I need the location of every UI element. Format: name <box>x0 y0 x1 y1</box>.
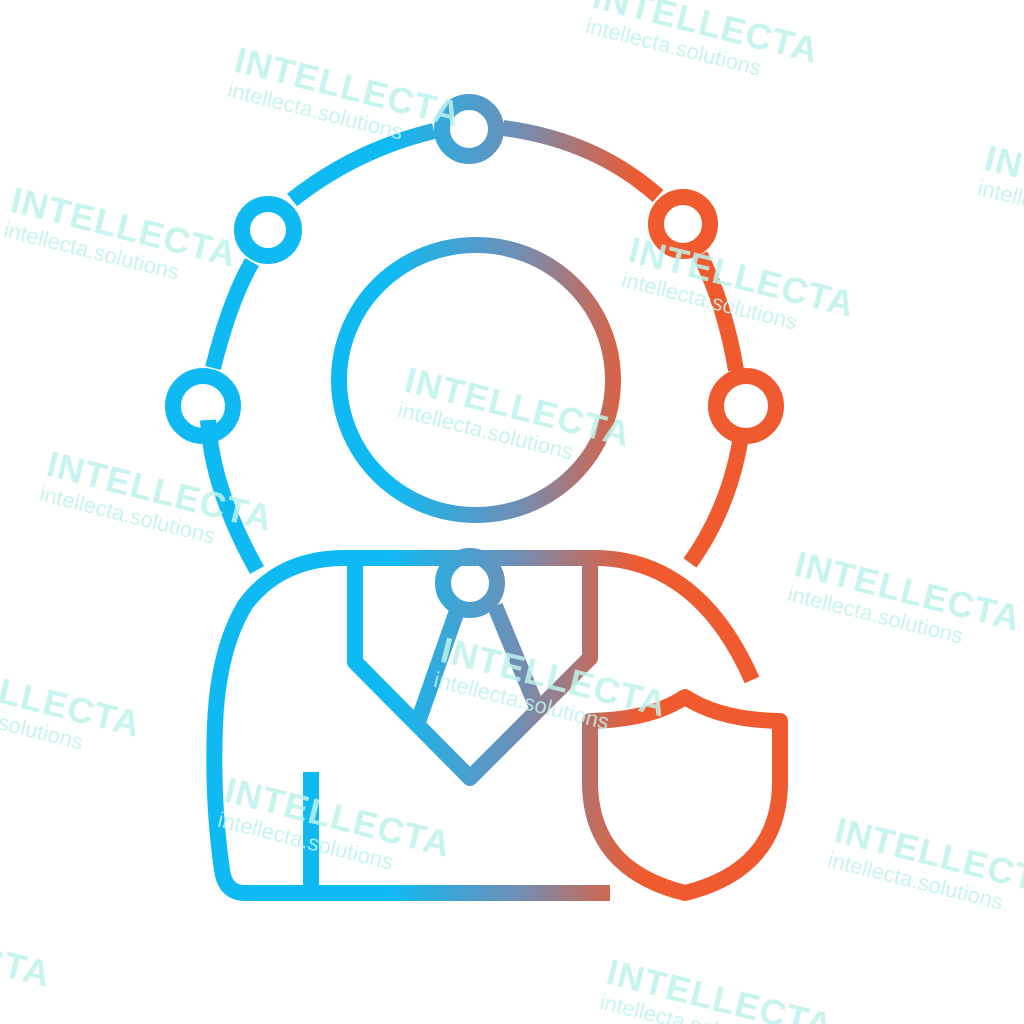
network-arc-icon <box>200 419 264 574</box>
node-circle-icon <box>234 196 302 264</box>
node-circle-icon <box>165 368 241 444</box>
network-arc-icon <box>287 123 436 207</box>
network-arc-icon <box>501 120 664 202</box>
network-arc-icon <box>683 440 748 568</box>
node-circle-icon <box>648 189 718 259</box>
tie-knot-icon <box>435 548 505 618</box>
suit-collar-icon <box>347 558 598 786</box>
network-arc-icon <box>692 251 744 372</box>
head-circle-icon <box>331 237 621 523</box>
node-circle-icon <box>434 94 504 164</box>
shield-icon <box>582 689 788 901</box>
suit-body-icon <box>206 550 760 901</box>
node-circle-icon <box>708 368 784 444</box>
tie-icon <box>487 602 548 719</box>
tie-icon <box>410 605 466 725</box>
network-arc-icon <box>205 257 259 370</box>
